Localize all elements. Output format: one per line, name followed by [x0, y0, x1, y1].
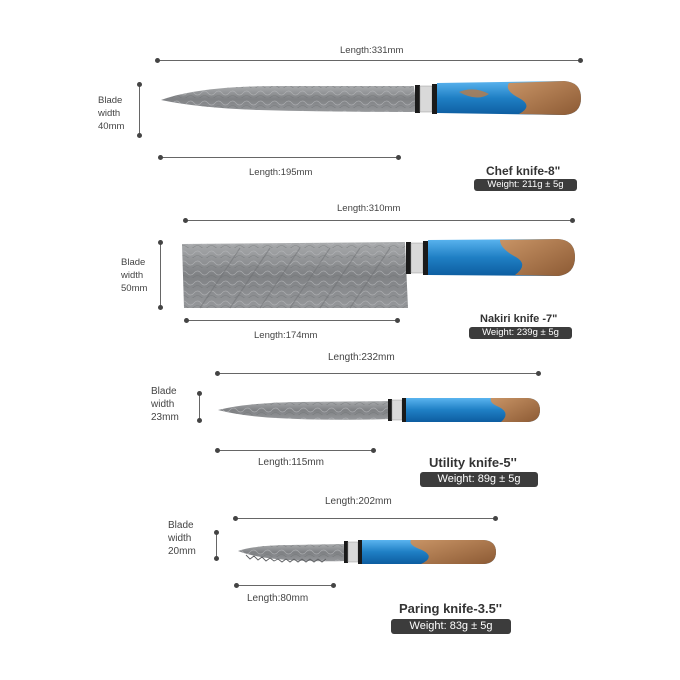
knife-name: Chef knife-8" — [486, 164, 561, 178]
blade-length-line — [184, 318, 400, 323]
blade-width-label: Blade width 50mm — [121, 257, 148, 294]
total-length-line — [215, 371, 541, 376]
blade-length-label: Length:195mm — [249, 167, 313, 178]
blade-width-label: Blade width 40mm — [98, 95, 125, 132]
blade-width-line — [197, 391, 202, 423]
total-length-label: Length:331mm — [340, 45, 404, 56]
total-length-line — [233, 516, 498, 521]
nakiri-knife-image — [182, 239, 575, 309]
knife-name: Nakiri knife -7" — [480, 313, 558, 325]
weight-badge: Weight: 83g ± 5g — [391, 619, 511, 634]
total-length-label: Length:232mm — [328, 352, 395, 363]
weight-badge: Weight: 239g ± 5g — [469, 327, 572, 339]
knife-name: Paring knife-3.5'' — [399, 601, 502, 616]
blade-length-label: Length:174mm — [254, 330, 318, 341]
blade-length-label: Length:115mm — [258, 457, 324, 468]
blade-length-line — [215, 448, 376, 453]
utility-knife-image — [218, 398, 540, 422]
knife-name: Utility knife-5'' — [429, 455, 517, 470]
blade-width-line — [137, 82, 142, 138]
blade-length-line — [234, 583, 336, 588]
weight-badge: Weight: 211g ± 5g — [474, 179, 577, 191]
total-length-line — [155, 58, 583, 63]
total-length-line — [183, 218, 575, 223]
blade-length-label: Length:80mm — [247, 593, 309, 604]
total-length-label: Length:202mm — [325, 496, 392, 507]
total-length-label: Length:310mm — [337, 203, 401, 214]
blade-width-label: Blade width 20mm — [168, 520, 196, 557]
paring-knife-image — [238, 540, 496, 564]
weight-badge: Weight: 89g ± 5g — [420, 472, 538, 487]
chef-knife-image — [161, 81, 581, 115]
blade-width-label: Blade width 23mm — [151, 386, 179, 423]
blade-width-line — [158, 240, 163, 310]
blade-length-line — [158, 155, 401, 160]
blade-width-line — [214, 530, 219, 561]
